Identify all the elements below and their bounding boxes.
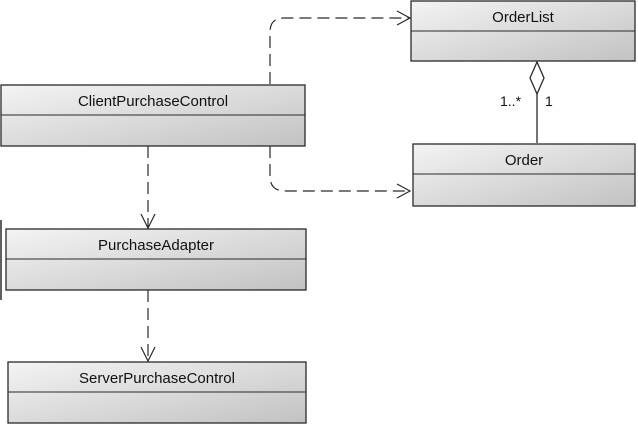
class-serverpurchasecontrol[interactable]: ServerPurchaseControl	[7, 361, 307, 424]
class-name-purchaseadapter: PurchaseAdapter	[98, 237, 214, 254]
dependency-line-client-to-order	[269, 146, 409, 192]
class-box	[412, 143, 636, 207]
class-name-clientpurchasecontrol: ClientPurchaseControl	[78, 93, 228, 110]
class-purchaseadapter[interactable]: PurchaseAdapter	[5, 228, 307, 291]
dependency-arrowhead-server	[140, 346, 156, 363]
class-name-order: Order	[505, 152, 543, 169]
class-name-orderlist: OrderList	[492, 9, 555, 26]
dependency-arrowhead-order	[396, 183, 412, 199]
multiplicity-orderlist-end: 1..*	[500, 93, 522, 109]
class-orderlist[interactable]: OrderList	[410, 0, 636, 62]
dependency-arrowhead-adapter	[140, 213, 156, 230]
multiplicity-order-end: 1	[545, 93, 553, 109]
dependency-arrowhead-orderlist	[396, 10, 412, 26]
dependency-line-client-to-orderlist	[269, 17, 409, 84]
class-name-serverpurchasecontrol: ServerPurchaseControl	[79, 370, 235, 387]
class-order[interactable]: Order	[412, 143, 636, 207]
aggregation-diamond	[529, 60, 545, 96]
class-clientpurchasecontrol[interactable]: ClientPurchaseControl	[0, 84, 306, 147]
